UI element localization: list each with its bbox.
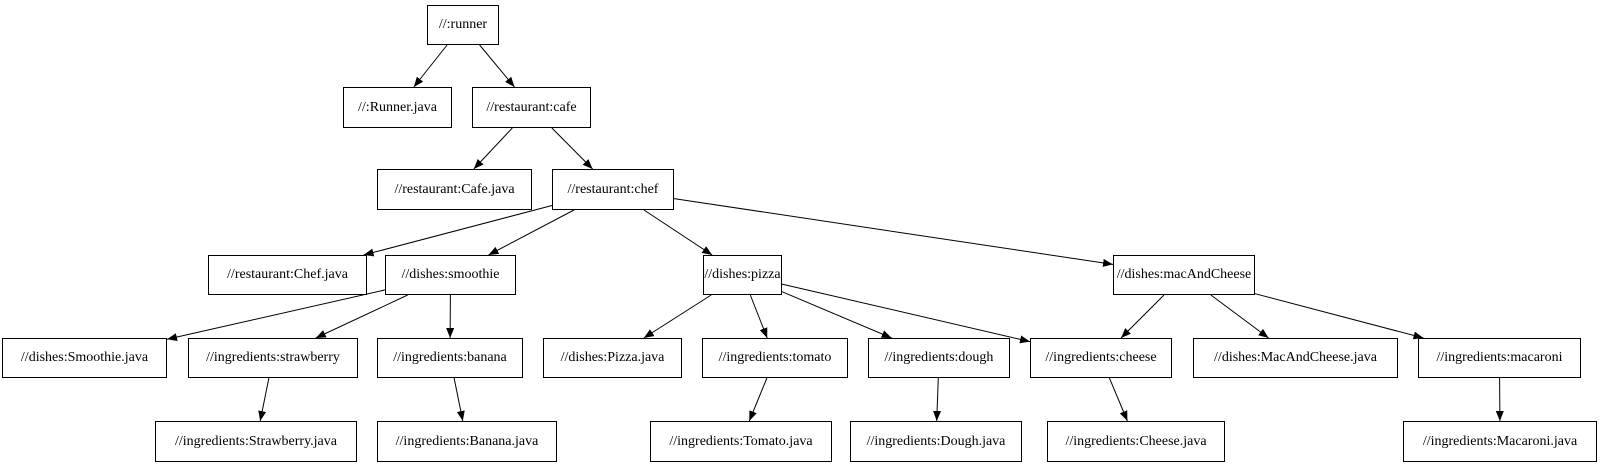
- edge-chef-to-macandcheese: [673, 198, 1114, 267]
- node-tomato: //ingredients:tomato: [702, 338, 848, 378]
- edge-dough-to-dough-java: [933, 377, 942, 422]
- node-banana: //ingredients:banana: [377, 338, 523, 378]
- edge-pizza-to-pizza-java: [643, 294, 712, 339]
- edge-strawberry-to-strawberry-java: [258, 377, 270, 422]
- edge-chef-to-pizza: [643, 209, 713, 256]
- edge-tomato-to-tomato-java: [748, 377, 768, 422]
- node-cafe: //restaurant:cafe: [472, 87, 591, 128]
- node-cafe-java: //restaurant:Cafe.java: [377, 169, 532, 210]
- node-runner: //:runner: [427, 5, 499, 45]
- edge-smoothie-to-strawberry: [315, 294, 408, 339]
- edge-macandcheese-to-cheese: [1120, 294, 1165, 339]
- node-smoothie: //dishes:smoothie: [385, 255, 516, 295]
- node-macaroni-java: //ingredients:Macaroni.java: [1403, 421, 1597, 462]
- node-macandcheese: //dishes:macAndCheese: [1113, 255, 1255, 295]
- node-chef-java: //restaurant:Chef.java: [208, 255, 367, 295]
- node-pizza: //dishes:pizza: [703, 255, 782, 295]
- edge-runner-to-cafe: [479, 44, 515, 88]
- edge-chef-to-chef-java: [363, 205, 553, 257]
- node-macandcheese-java: //dishes:MacAndCheese.java: [1193, 338, 1398, 378]
- node-cheese: //ingredients:cheese: [1030, 338, 1172, 378]
- edge-smoothie-to-smoothie-java: [166, 289, 386, 341]
- node-dough: //ingredients:dough: [868, 338, 1010, 378]
- edge-macandcheese-to-macaroni: [1254, 293, 1424, 340]
- node-tomato-java: //ingredients:Tomato.java: [650, 421, 832, 462]
- node-macaroni: //ingredients:macaroni: [1418, 338, 1581, 378]
- edge-pizza-to-tomato: [749, 294, 768, 339]
- node-strawberry: //ingredients:strawberry: [188, 338, 358, 378]
- edge-pizza-to-cheese: [781, 283, 1031, 344]
- node-banana-java: //ingredients:Banana.java: [377, 421, 557, 462]
- node-pizza-java: //dishes:Pizza.java: [543, 338, 682, 378]
- edge-pizza-to-dough: [781, 291, 892, 339]
- edge-cafe-to-cafe-java: [473, 127, 513, 170]
- edge-banana-to-banana-java: [453, 377, 465, 422]
- node-smoothie-java: //dishes:Smoothie.java: [2, 338, 167, 378]
- node-cheese-java: //ingredients:Cheese.java: [1047, 421, 1225, 462]
- edge-macandcheese-to-macandcheese-java: [1210, 294, 1269, 339]
- edge-cafe-to-chef: [551, 127, 593, 170]
- edge-chef-to-smoothie: [488, 209, 575, 256]
- node-strawberry-java: //ingredients:Strawberry.java: [155, 421, 357, 462]
- node-dough-java: //ingredients:Dough.java: [850, 421, 1022, 462]
- edge-runner-to-runner-java: [413, 44, 448, 88]
- node-runner-java: //:Runner.java: [343, 87, 452, 128]
- node-chef: //restaurant:chef: [552, 169, 674, 210]
- edge-cheese-to-cheese-java: [1108, 377, 1128, 422]
